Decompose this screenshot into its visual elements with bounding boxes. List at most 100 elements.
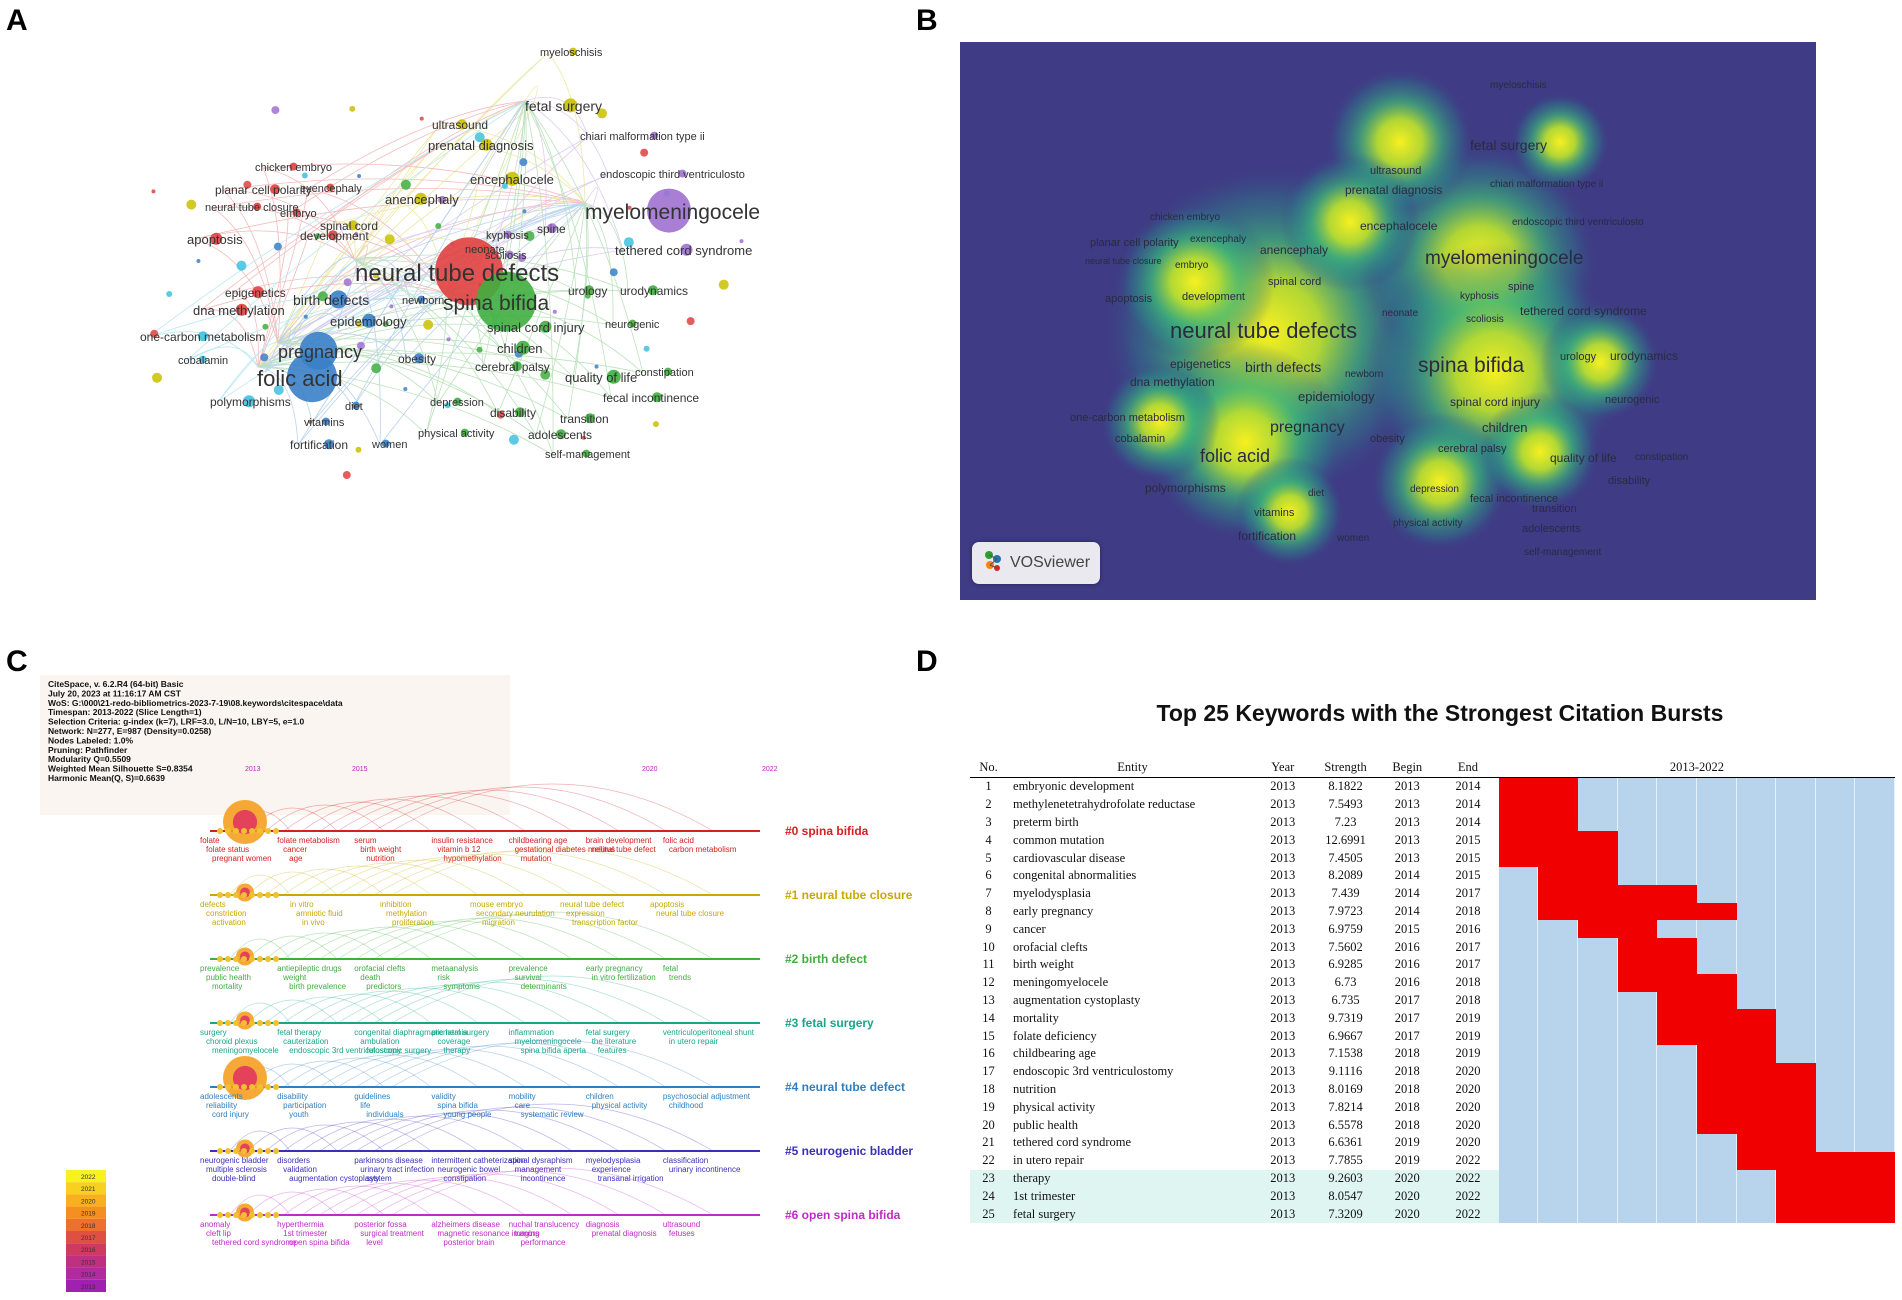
node-label: chiari malformation type ii — [580, 131, 705, 143]
network-edge — [257, 188, 309, 368]
timeline-segment — [1696, 938, 1737, 956]
cluster-term: transcription factor — [572, 918, 638, 927]
cluster-node — [225, 1212, 231, 1218]
cluster-term: transanal irrigation — [598, 1174, 664, 1183]
node-label: chicken embryo — [255, 162, 332, 174]
network-node — [581, 435, 586, 440]
timeline-segment — [1498, 884, 1539, 903]
burst-segment — [1696, 1116, 1737, 1134]
timeline-segment — [1657, 1133, 1697, 1152]
network-edge — [584, 202, 629, 292]
row-entity: public health — [1013, 1117, 1078, 1132]
density-label: development — [1182, 291, 1245, 303]
row-end: 2017 — [1455, 939, 1481, 954]
row-year: 2013 — [1270, 921, 1296, 936]
network-edge — [354, 204, 594, 261]
row-strength: 9.2603 — [1313, 1169, 1378, 1188]
cluster-arc — [337, 856, 573, 896]
cluster-arc — [337, 1176, 573, 1216]
timeline-segment — [1578, 1062, 1618, 1081]
cluster-node — [241, 1212, 247, 1218]
legend-year: 2022 — [81, 1174, 96, 1181]
network-edge — [217, 259, 356, 403]
density-blob — [1280, 152, 1420, 292]
node-label: obesity — [398, 352, 436, 366]
network-edge — [285, 259, 356, 349]
cluster-arc — [301, 1118, 479, 1152]
node-label: planar cell polarity — [215, 183, 312, 197]
network-node — [539, 320, 552, 333]
network-edge — [354, 228, 495, 261]
burst-segment — [1696, 991, 1737, 1010]
row-no: 1 — [985, 779, 992, 794]
row-entity: childbearing age — [1013, 1046, 1096, 1061]
network-edge — [354, 259, 569, 420]
burst-segment — [1617, 955, 1658, 974]
row-strength: 7.23 — [1334, 814, 1357, 829]
density-label: chicken embryo — [1150, 212, 1220, 223]
density-label: constipation — [1635, 452, 1688, 463]
row-strength: 8.2089 — [1328, 868, 1363, 883]
row-burst-bar — [1498, 1062, 1896, 1081]
row-entity: fetal surgery — [1007, 1205, 1252, 1223]
cluster-label: #3 fetal surgery — [785, 1016, 874, 1030]
density-label: children — [1482, 420, 1528, 435]
density-blob — [1540, 302, 1660, 422]
row-begin: 2020 — [1377, 1169, 1438, 1188]
cluster-term: neural tube closure — [656, 909, 725, 918]
timeline-segment — [1696, 778, 1737, 796]
legend-swatch — [66, 1279, 106, 1292]
network-edge — [257, 338, 506, 368]
cluster-arc — [247, 871, 338, 896]
row-end: 2014 — [1455, 797, 1481, 812]
cluster-term: birth weight — [360, 845, 402, 854]
row-strength: 8.0169 — [1328, 1081, 1363, 1096]
row-no: 18 — [982, 1081, 995, 1096]
network-node — [262, 323, 269, 330]
cluster-term: ultrasound — [663, 1220, 700, 1229]
cluster-node — [249, 1084, 255, 1090]
row-burst-bar — [1498, 1080, 1896, 1099]
timeline-segment — [1578, 1151, 1618, 1170]
burst-segment — [1776, 1116, 1816, 1134]
timeline-segment — [1538, 991, 1579, 1010]
burst-segment — [1498, 813, 1539, 832]
network-edge — [257, 178, 479, 368]
row-strength: 7.7855 — [1328, 1153, 1363, 1168]
timeline-segment — [1736, 813, 1777, 832]
timeline-segment — [1815, 1027, 1856, 1045]
network-node — [652, 392, 662, 403]
network-node — [501, 182, 508, 189]
cluster-term: constriction — [206, 909, 246, 918]
row-burst-bar — [1498, 849, 1896, 867]
cluster-node — [225, 956, 231, 962]
node-label: kyphosis — [486, 230, 529, 242]
network-edge — [257, 198, 394, 368]
network-node — [664, 367, 672, 376]
network-edge — [277, 296, 303, 344]
network-edge — [425, 292, 447, 435]
cluster-node — [249, 1020, 255, 1026]
cluster-term: multiple sclerosis — [206, 1165, 267, 1174]
cluster-arc — [283, 865, 432, 896]
cluster-arc — [355, 853, 620, 896]
node-label: folic acid — [257, 366, 343, 391]
timeline-segment — [1815, 884, 1856, 903]
network-node — [382, 321, 389, 328]
row-entity: embryonic development — [1013, 779, 1135, 794]
row-burst-bar — [1498, 813, 1896, 832]
node-label: transition — [560, 412, 609, 426]
node-label: epigenetics — [225, 286, 286, 300]
row-year: 2013 — [1251, 1205, 1314, 1223]
network-edge — [217, 342, 279, 403]
network-node — [342, 471, 351, 480]
cluster-arc — [391, 1039, 714, 1088]
network-node — [243, 395, 255, 408]
node-label: neurogenic — [605, 319, 660, 331]
network-edge — [264, 259, 356, 373]
cluster-term: meningomyelocele — [212, 1046, 279, 1055]
burst-segment — [1776, 1080, 1816, 1099]
